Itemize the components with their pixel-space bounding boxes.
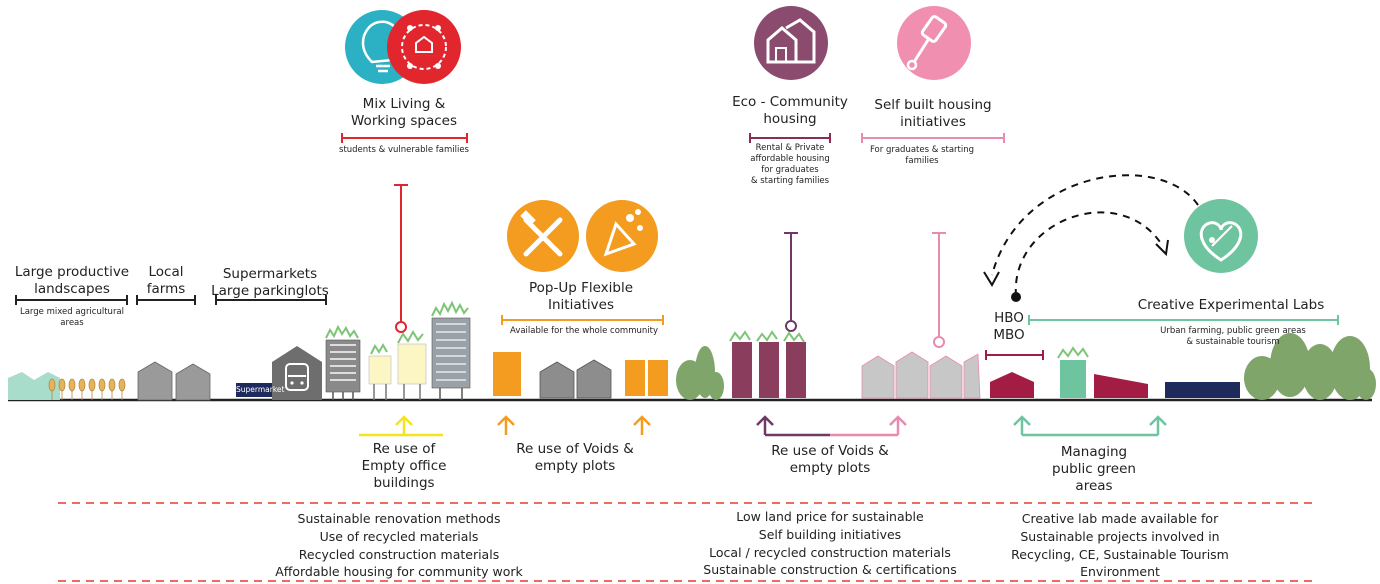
- arrow-head-down-left: [983, 271, 1000, 288]
- bracket-supermarkets: [215, 295, 327, 305]
- supermarket-sign-bg: [236, 383, 282, 397]
- bracket-landscapes: [15, 295, 128, 305]
- self-built-houses: [861, 351, 981, 399]
- arrow-voids-2: [756, 415, 907, 437]
- bracket-farms: [136, 295, 196, 305]
- pin-mix-living: [394, 184, 408, 333]
- office-tower-gray: [325, 324, 361, 400]
- landscapes-subtitle: Large mixed agricultural areas: [19, 307, 125, 329]
- eco-title: Eco - Community housing: [732, 94, 848, 127]
- popup-block-1: [493, 352, 521, 396]
- mix-living-subtitle: students & vulnerable families: [339, 145, 469, 155]
- pin-eco: [784, 232, 798, 332]
- bottom-list-middle: Low land price for sustainable Self buil…: [703, 509, 957, 578]
- popup-block-2: [625, 360, 645, 396]
- farm-houses: [137, 361, 211, 401]
- popup-block-3: [648, 360, 668, 396]
- creative-labs-subtitle: Urban farming, public green areas & sust…: [1160, 326, 1306, 348]
- self-built-subtitle: For graduates & starting families: [869, 145, 975, 167]
- creative-labs-title: Creative Experimental Labs: [1137, 297, 1325, 313]
- self-built-title: Self built housing initiatives: [874, 97, 992, 130]
- arrow-head-down-right: [1155, 239, 1169, 257]
- bracket-eco: [749, 133, 831, 143]
- bracket-creative: [1028, 315, 1339, 325]
- trees-right: [1244, 333, 1376, 400]
- cycle-start-dot: [1011, 292, 1021, 302]
- bottom-list-right: Creative lab made available for Sustaina…: [1011, 511, 1229, 580]
- mix-living-title: Mix Living & Working spaces: [351, 96, 457, 129]
- reuse-voids-label-2: Re use of Voids & empty plots: [771, 443, 889, 476]
- tools-icon: [507, 200, 579, 272]
- empty-office-buildings: [368, 300, 471, 400]
- bracket-mix-living: [341, 133, 468, 143]
- shovel-icon: [897, 6, 971, 80]
- popup-subtitle: Available for the whole community: [510, 326, 658, 336]
- heart-plant-icon: [1184, 199, 1258, 273]
- dashed-cycle-arrows: [991, 174, 1199, 297]
- train-station-building: [272, 346, 322, 400]
- arrow-green: [1013, 415, 1167, 437]
- shrubs-left: [676, 346, 724, 400]
- popup-houses: [539, 359, 612, 399]
- supermarkets-title: Supermarkets Large parkinglots: [211, 266, 329, 299]
- landscapes-title: Large productive landscapes: [14, 264, 130, 297]
- arrow-office: [359, 415, 443, 437]
- landscape-hills: [8, 372, 60, 400]
- eco-housing-towers: [729, 330, 806, 398]
- bracket-popup: [501, 315, 664, 325]
- supermarket-sign: Supermarket: [236, 385, 285, 394]
- eco-subtitle: Rental & Private affordable housing for …: [750, 143, 830, 187]
- hbo-mbo-label: HBO MBO: [993, 310, 1025, 343]
- farms-title: Local farms: [146, 264, 186, 297]
- bottom-list-left: Sustainable renovation methods Use of re…: [275, 511, 523, 580]
- bracket-hbo: [985, 350, 1044, 360]
- wheat-field: [48, 378, 126, 400]
- reuse-voids-label-1: Re use of Voids & empty plots: [516, 441, 634, 474]
- party-popper-icon: [586, 200, 658, 272]
- community-house-icon: [387, 10, 461, 84]
- creative-lab-buildings: [1057, 346, 1240, 398]
- bracket-self-built: [861, 133, 1005, 143]
- reuse-office-label: Re use of Empty office buildings: [361, 441, 447, 491]
- managing-green-label: Managing public green areas: [1052, 444, 1136, 494]
- hbo-building: [990, 372, 1034, 398]
- eco-house-icon: [754, 6, 828, 80]
- popup-title: Pop-Up Flexible Initiatives: [528, 280, 634, 313]
- pin-self-built: [932, 232, 946, 348]
- arrow-voids-1: [497, 415, 651, 435]
